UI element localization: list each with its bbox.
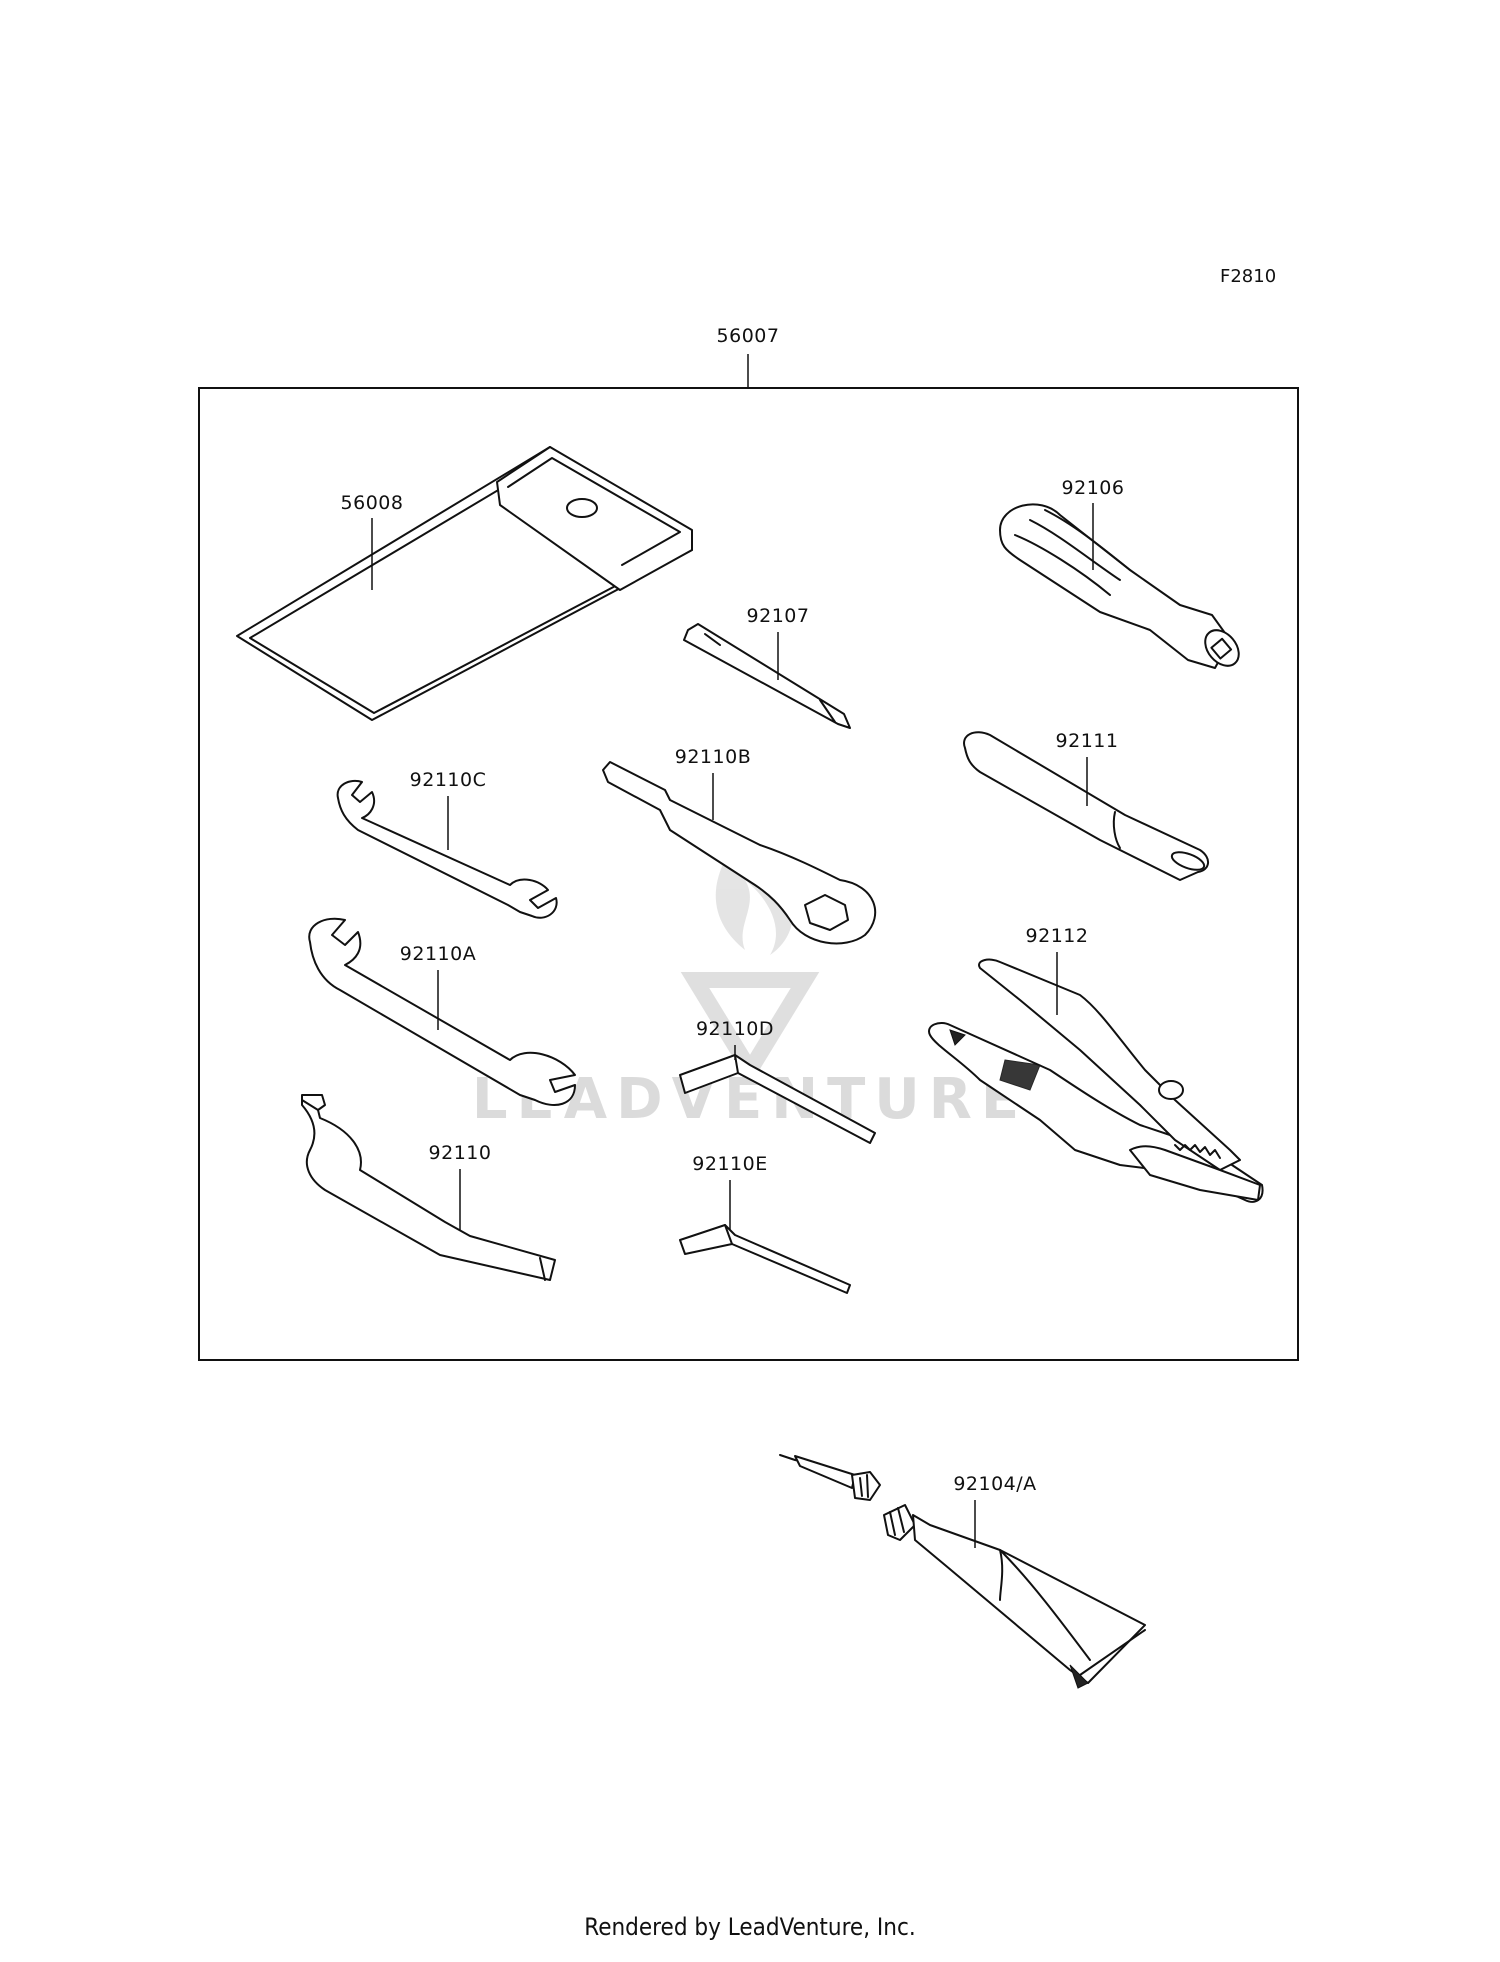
tube-and-nozzle-drawing	[779, 1454, 1146, 1689]
v-logo-icon	[680, 972, 820, 1086]
hex-key-small-drawing	[679, 1224, 851, 1294]
hook-spanner-drawing	[301, 1094, 556, 1281]
footer-credit: Rendered by LeadVenture, Inc.	[584, 1913, 915, 1941]
pliers-drawing	[928, 958, 1264, 1203]
diagram-ref: F2810	[1220, 266, 1276, 287]
part-label-92112[interactable]: 92112	[1026, 925, 1089, 947]
part-label-92107[interactable]: 92107	[747, 605, 810, 627]
kit-label[interactable]: 56007	[717, 325, 780, 347]
small-wrench-drawing	[336, 779, 558, 919]
part-label-92110A[interactable]: 92110A	[400, 943, 476, 965]
part-label-92111[interactable]: 92111	[1056, 730, 1119, 752]
part-label-92106[interactable]: 92106	[1062, 477, 1125, 499]
extension-tube-drawing	[963, 731, 1209, 881]
screwdriver-handle-drawing	[999, 503, 1240, 669]
part-label-92110B[interactable]: 92110B	[675, 746, 751, 768]
part-label-92110C[interactable]: 92110C	[410, 769, 487, 791]
part-label-56008[interactable]: 56008	[341, 492, 404, 514]
kit-frame	[198, 387, 1299, 1361]
open-wrench-drawing	[308, 917, 576, 1106]
part-label-92110[interactable]: 92110	[429, 1142, 492, 1164]
screwdriver-bit-drawing	[683, 623, 851, 729]
part-label-92104A[interactable]: 92104/A	[953, 1473, 1036, 1495]
tool-pouch-drawing	[236, 446, 693, 721]
ring-spanner-drawing	[602, 761, 877, 945]
part-label-92110D[interactable]: 92110D	[696, 1018, 774, 1040]
part-label-92110E[interactable]: 92110E	[692, 1153, 767, 1175]
